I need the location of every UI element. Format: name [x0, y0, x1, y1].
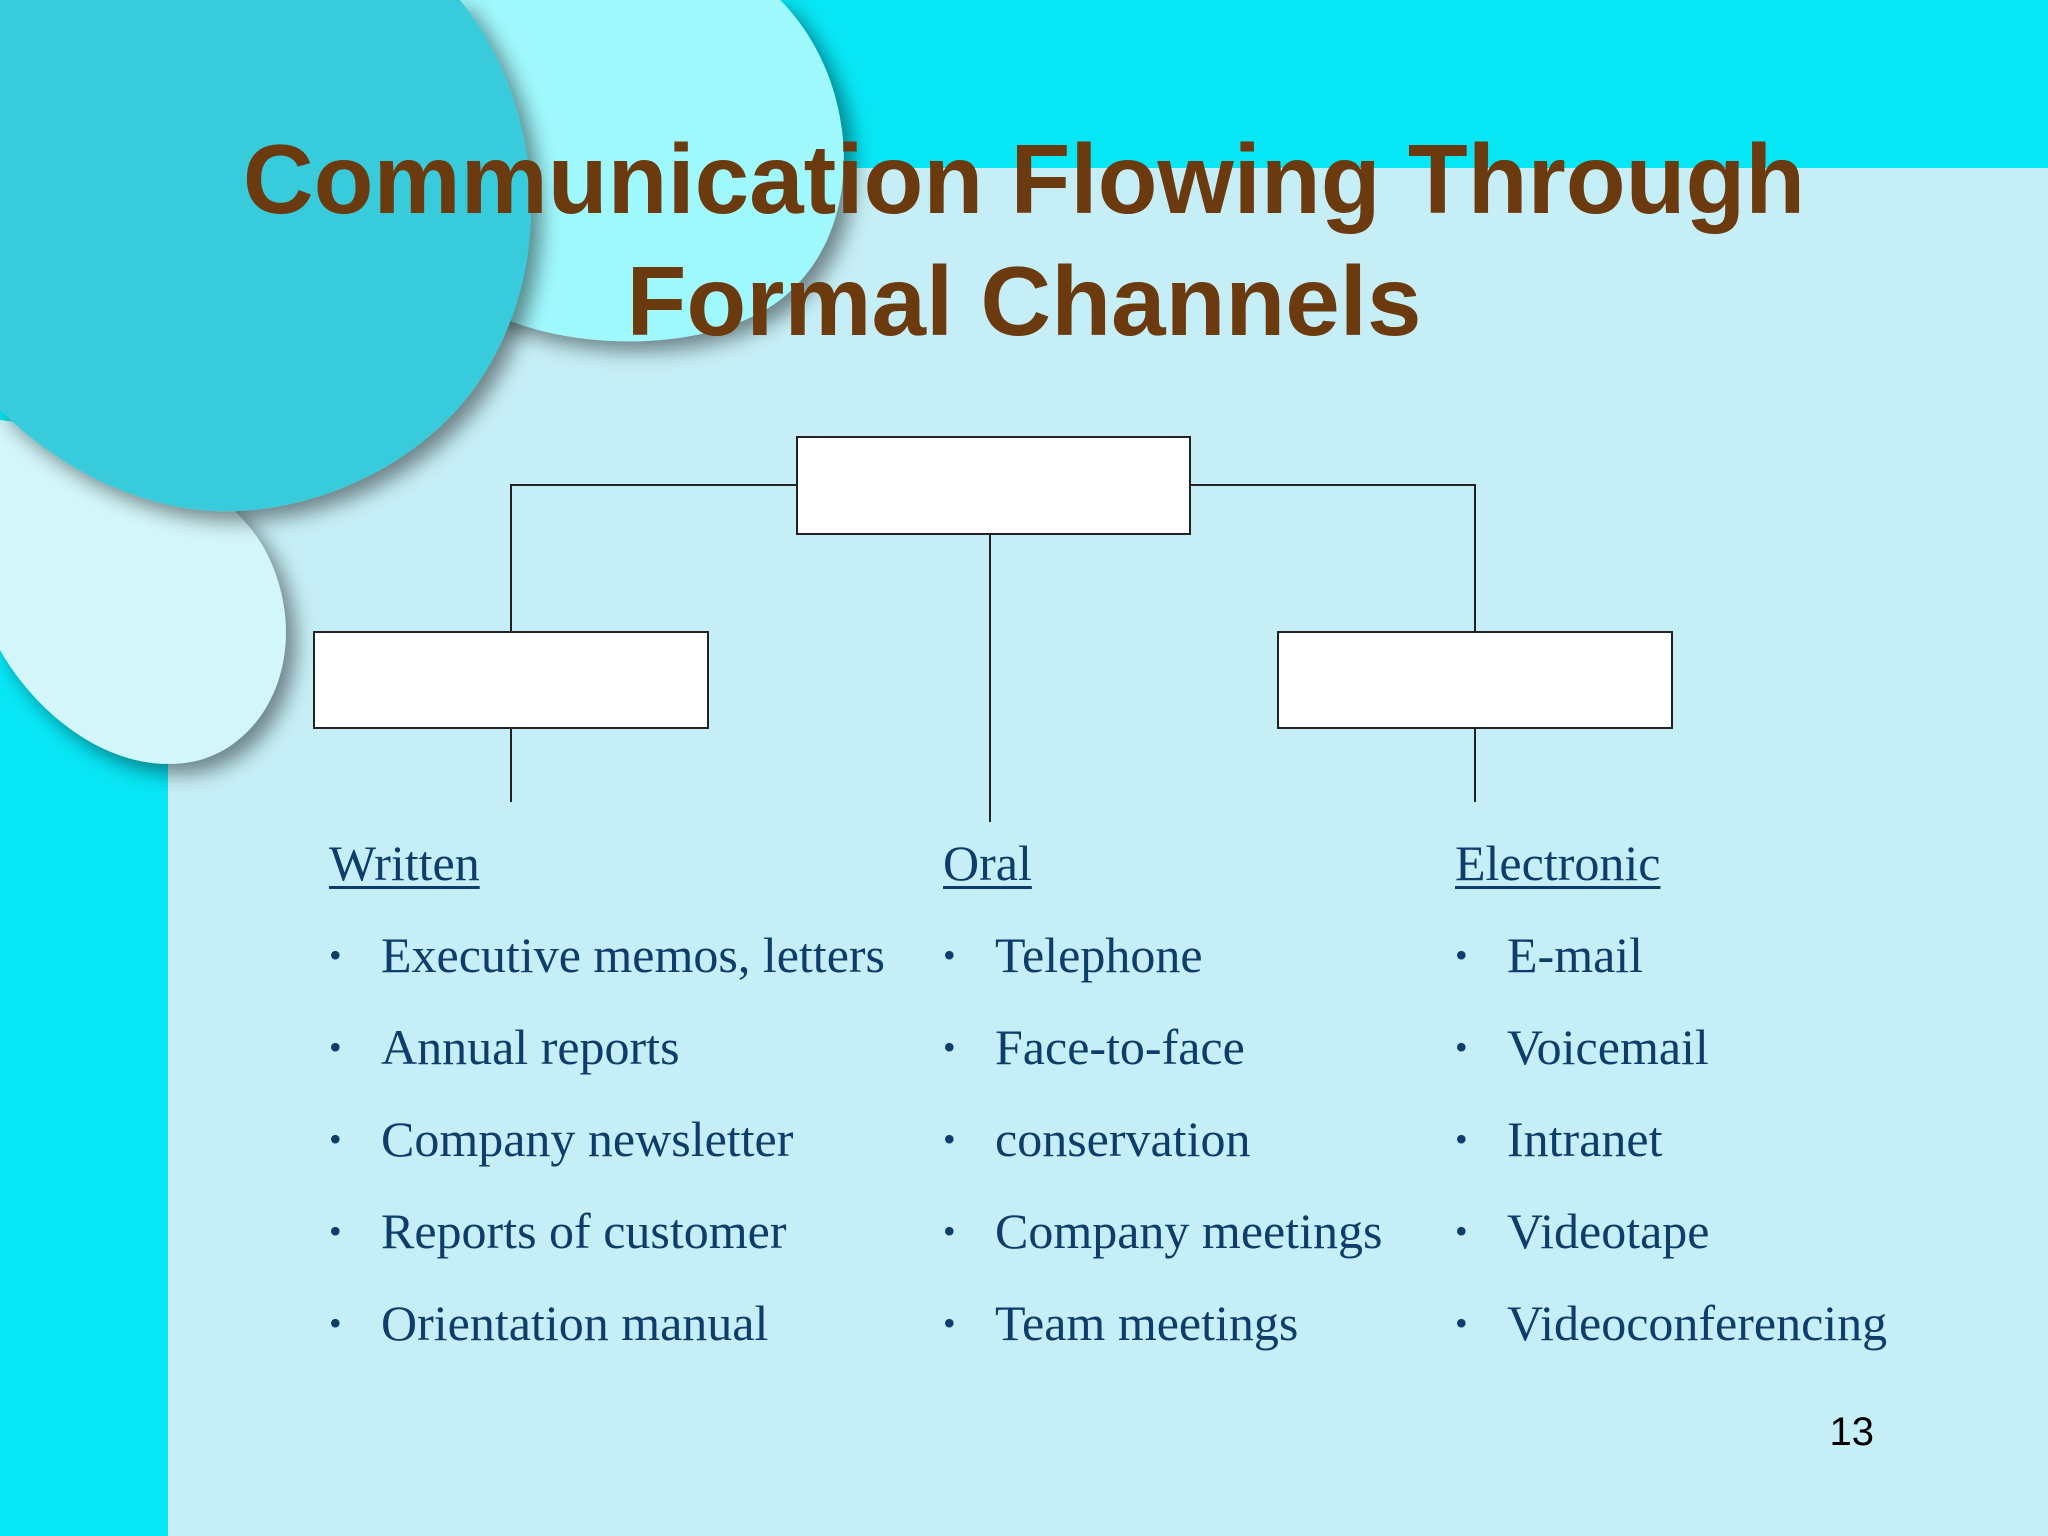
list-item: • Videotape [1455, 1200, 1887, 1292]
slide-title: Communication Flowing Through Formal Cha… [0, 118, 2048, 362]
list-item-text: Executive memos, letters [381, 927, 886, 983]
slide-title-line-2: Formal Channels [626, 246, 1422, 356]
bullet-icon: • [329, 1303, 342, 1343]
list-item-text: Intranet [1507, 1111, 1663, 1167]
connector-left [510, 484, 797, 632]
bullet-icon: • [329, 1119, 342, 1159]
bullet-icon: • [943, 1119, 956, 1159]
column-heading-written: Written [329, 835, 480, 891]
org-box-top [796, 436, 1191, 535]
slide-title-line-1: Communication Flowing Through [242, 124, 1806, 234]
list-item-text: Reports of customer [381, 1203, 787, 1259]
list-item: • Voicemail [1455, 1016, 1887, 1108]
list-item: • E-mail [1455, 924, 1887, 1016]
list-item-text: Orientation manual [381, 1295, 769, 1351]
org-box-right [1277, 631, 1673, 729]
list-oral: • Telephone • Face-to-face • conservation •… [943, 924, 1382, 1384]
list-item: • Team meetings [943, 1292, 1382, 1384]
bullet-icon: • [1455, 1303, 1468, 1343]
column-oral: Oral • Telephone • Face-to-face • conservat… [943, 832, 1382, 1384]
bullet-icon: • [1455, 935, 1468, 975]
list-item: • Telephone [943, 924, 1382, 1016]
column-written: Written • Executive memos, letters • Annua… [329, 832, 885, 1384]
bullet-icon: • [943, 1303, 956, 1343]
list-item-text: Voicemail [1507, 1019, 1709, 1075]
bullet-icon: • [329, 935, 342, 975]
column-heading-oral: Oral [943, 835, 1032, 891]
bullet-icon: • [943, 935, 956, 975]
list-item-text: conservation [995, 1111, 1251, 1167]
list-item-text: Telephone [995, 927, 1203, 983]
list-item-text: Videoconferencing [1507, 1295, 1888, 1351]
list-item: • Intranet [1455, 1108, 1887, 1200]
list-item: • Company meetings [943, 1200, 1382, 1292]
list-item: • Reports of customer [329, 1200, 885, 1292]
list-written: • Executive memos, letters • Annual report… [329, 924, 885, 1384]
bullet-icon: • [943, 1211, 956, 1251]
bullet-icon: • [1455, 1027, 1468, 1067]
list-item-text: Annual reports [381, 1019, 680, 1075]
column-electronic: Electronic •E-mail •Voicemail •Intranet … [1455, 832, 1887, 1384]
list-item: • conservation [943, 1108, 1382, 1200]
list-electronic: •E-mail •Voicemail •Intranet •Videotape … [1455, 924, 1887, 1384]
bullet-icon: • [1455, 1119, 1468, 1159]
connector-right [1189, 484, 1476, 632]
list-item: • Orientation manual [329, 1292, 885, 1384]
org-box-left [313, 631, 709, 729]
list-item: • Face-to-face [943, 1016, 1382, 1108]
list-item: • Annual reports [329, 1016, 885, 1108]
column-heading-electronic: Electronic [1455, 835, 1661, 891]
slide-page-number: 13 [1829, 1410, 1875, 1454]
list-item-text: E-mail [1507, 927, 1644, 983]
list-item: • Executive memos, letters [329, 924, 885, 1016]
list-item-text: Team meetings [995, 1295, 1299, 1351]
list-item-text: Company meetings [995, 1203, 1383, 1259]
list-item-text: Face-to-face [995, 1019, 1245, 1075]
bullet-icon: • [329, 1027, 342, 1067]
list-item: • Company newsletter [329, 1108, 885, 1200]
bullet-icon: • [943, 1027, 956, 1067]
list-item-text: Company newsletter [381, 1111, 794, 1167]
list-item: • Videoconferencing [1455, 1292, 1887, 1384]
bullet-icon: • [329, 1211, 342, 1251]
bullet-icon: • [1455, 1211, 1468, 1251]
list-item-text: Videotape [1507, 1203, 1710, 1259]
